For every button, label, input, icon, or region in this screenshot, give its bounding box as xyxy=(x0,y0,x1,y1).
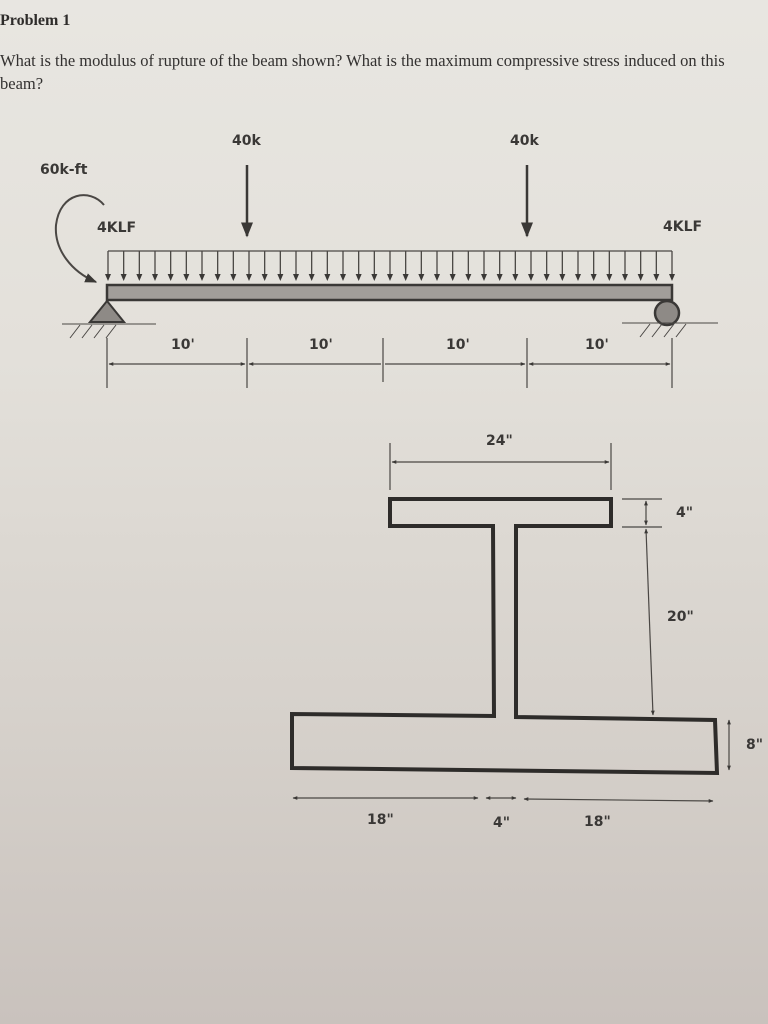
web-height-label: 20" xyxy=(667,609,694,625)
span-dimensions xyxy=(106,338,673,388)
distributed-load-label-right: 4KLF xyxy=(663,219,703,235)
distributed-load-arrows xyxy=(105,250,675,281)
i-beam-cross-section xyxy=(290,497,720,776)
span-label-3: 10' xyxy=(446,337,470,353)
problem-title: Problem 1 xyxy=(0,12,71,29)
point-load-label-2: 40k xyxy=(510,133,539,149)
bottom-right-overhang-label: 18" xyxy=(584,814,611,830)
bottom-left-overhang-label: 18" xyxy=(367,812,394,828)
pin-support-icon xyxy=(62,299,156,339)
point-load-label-1: 40k xyxy=(232,133,261,149)
span-label-2: 10' xyxy=(309,337,333,353)
beam xyxy=(105,283,674,302)
bottom-flange-thickness-label: 8" xyxy=(746,737,764,753)
web-thickness-label: 4" xyxy=(493,815,511,831)
problem-question: What is the modulus of rupture of the be… xyxy=(0,51,725,93)
span-label-4: 10' xyxy=(585,337,609,353)
top-flange-thickness-label: 4" xyxy=(676,505,694,521)
roller-support-icon xyxy=(622,299,718,338)
span-label-1: 10' xyxy=(171,337,195,353)
top-flange-width-label: 24" xyxy=(486,433,513,449)
moment-arrow-icon xyxy=(54,194,105,283)
cross-section-dimensions xyxy=(292,443,731,803)
moment-label: 60k-ft xyxy=(40,162,88,178)
distributed-load-label-left: 4KLF xyxy=(97,220,137,236)
